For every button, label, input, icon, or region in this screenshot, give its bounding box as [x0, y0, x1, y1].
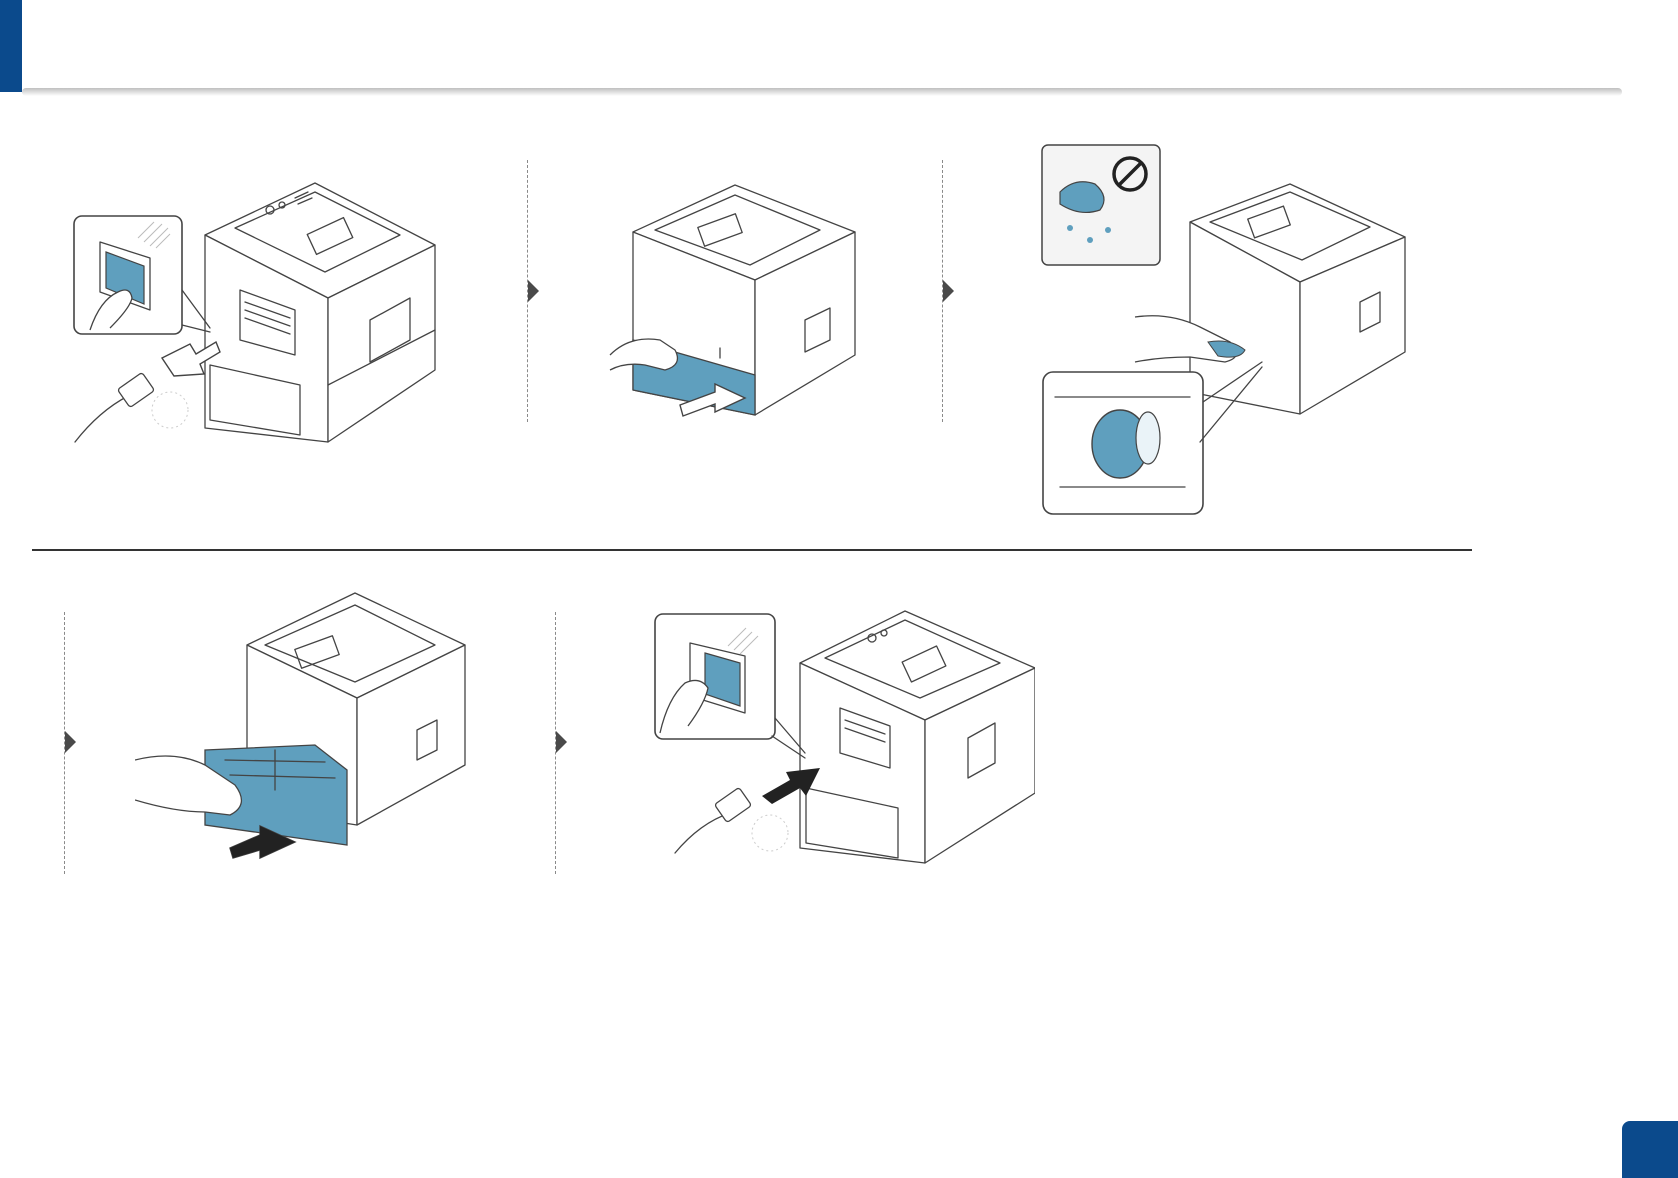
header-rule [22, 88, 1622, 96]
power-switch-off-unplug-illustration [70, 180, 450, 450]
step-arrow-icon [65, 731, 76, 753]
step-arrow-icon [528, 280, 539, 302]
plug-in-power-on-illustration [650, 608, 1035, 870]
pull-out-tray-illustration [605, 180, 885, 425]
insert-tray-illustration [135, 590, 475, 860]
header-accent-bar [0, 0, 22, 92]
step-arrow-icon [556, 731, 567, 753]
page-number-badge [1622, 1121, 1678, 1178]
step-arrow-icon [943, 280, 954, 302]
clean-pickup-roller-illustration [1040, 142, 1420, 517]
section-divider [32, 549, 1472, 551]
